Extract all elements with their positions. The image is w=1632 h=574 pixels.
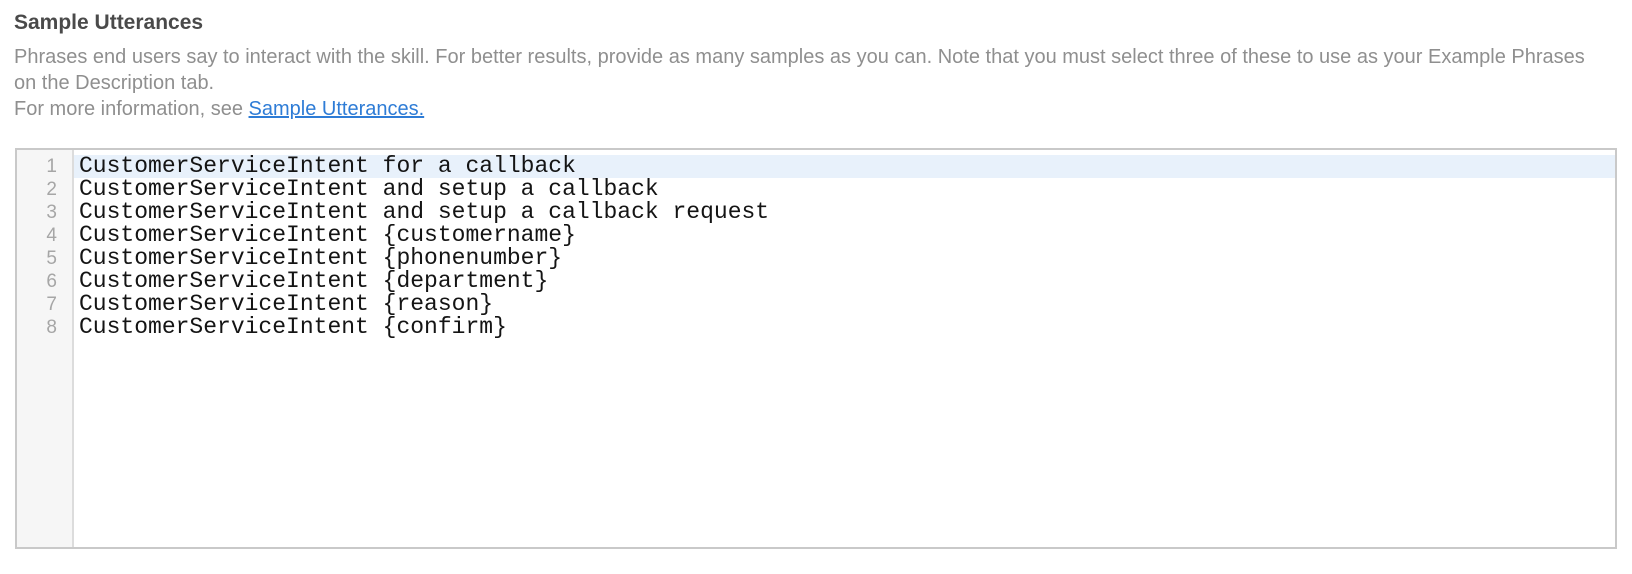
line-number: 8 <box>46 317 57 338</box>
line-number: 7 <box>46 294 57 315</box>
line-number: 2 <box>46 179 57 200</box>
line-number: 5 <box>46 248 57 269</box>
utterance-line[interactable]: CustomerServiceIntent and setup a callba… <box>79 199 770 225</box>
utterance-line[interactable]: CustomerServiceIntent {confirm} <box>79 314 507 340</box>
line-number: 3 <box>46 202 57 223</box>
more-info-prefix: For more information, see <box>14 98 249 120</box>
page-title: Sample Utterances <box>14 11 204 34</box>
utterance-line[interactable]: CustomerServiceIntent {customername} <box>79 222 576 248</box>
utterance-line[interactable]: CustomerServiceIntent for a callback <box>74 155 1615 178</box>
utterance-line[interactable]: CustomerServiceIntent {reason} <box>79 291 494 317</box>
line-number: 4 <box>46 225 57 246</box>
line-number: 1 <box>46 156 57 177</box>
more-info-text: For more information, see Sample Utteran… <box>14 96 1618 122</box>
utterance-line[interactable]: CustomerServiceIntent {phonenumber} <box>79 245 563 271</box>
line-number: 6 <box>46 271 57 292</box>
utterance-line[interactable]: CustomerServiceIntent and setup a callba… <box>79 176 659 202</box>
sample-utterances-link[interactable]: Sample Utterances. <box>248 98 425 120</box>
utterance-line[interactable]: CustomerServiceIntent {department} <box>79 268 549 294</box>
intro-text: Phrases end users say to interact with t… <box>14 46 1585 94</box>
